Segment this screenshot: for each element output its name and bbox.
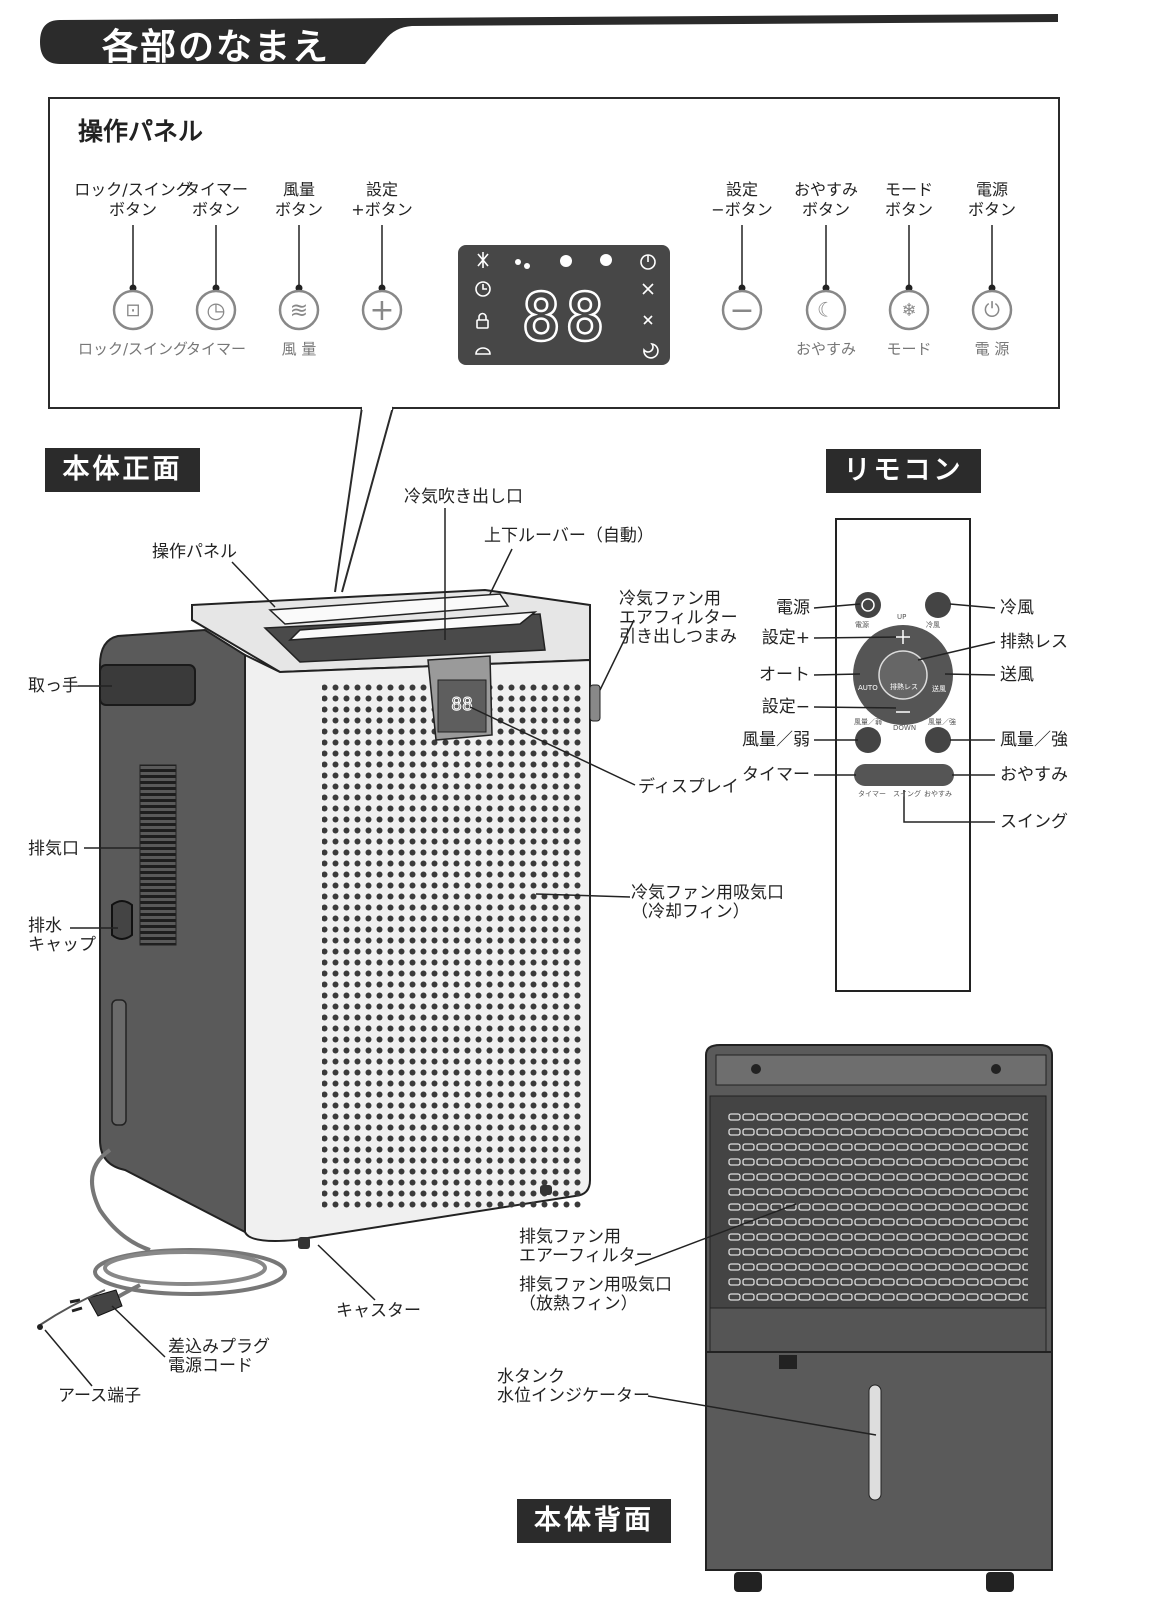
label-exhaust: 排気口 [28,839,79,859]
label-filter-knob: 冷気ファン用 エアフィルター 引き出しつまみ [619,589,738,647]
right-button-label-0: 設定 −ボタン [711,180,773,219]
label-louver: 上下ルーバー（自動） [484,526,654,546]
remote-drawing [835,518,971,992]
left-button-label-0: ロック/スイング ボタン [74,180,192,219]
page-title: 各部のなまえ [102,27,331,68]
right-button-0[interactable] [721,289,763,331]
label-plug-cord: 差込みプラグ 電源コード [168,1337,270,1376]
left-button-sub-0: ロック/スイング [77,340,189,358]
right-button-sub-3: 電 源 [974,340,1010,358]
back-unit-drawing [705,1044,1053,1592]
left-leader-dot-3 [378,284,386,292]
remote-small-center: 排熱レス [890,683,918,691]
right-button-1[interactable] [805,289,847,331]
label-exhaust-intake: 排気ファン用吸気口 （放熱フィン） [519,1275,672,1314]
remote-small-up: UP [897,613,907,621]
label-drain-cap: 排水 キャップ [28,916,96,955]
panel-display-digits: 88 [521,279,608,356]
button-glyph: + [369,293,394,328]
remote-label-power: 電源 [776,598,810,618]
back-section-title: 本体背面 [517,1499,671,1543]
label-water-tank: 水タンク 水位インジケーター [497,1367,650,1406]
remote-small-cool: 冷風 [926,621,940,629]
button-glyph: ⏻ [984,298,1000,322]
remote-small-sleep: おやすみ [924,790,952,798]
leader-lines [44,508,996,1436]
label-cool-fan-intake: 冷気ファン用吸気口 （冷却フィン） [631,883,784,922]
right-button-label-1: おやすみ ボタン [793,180,859,219]
panel-buttons: + − ◷ ≋ ⊡ ☾ ❄ ⏻ [112,225,1013,331]
right-button-2[interactable] [888,289,930,331]
label-caster: キャスター [336,1301,421,1321]
front-section-title: 本体正面 [45,448,200,492]
left-leader-dot-2 [295,284,303,292]
remote-small-swing: スイング [893,790,921,798]
button-glyph: ❄ [901,300,916,321]
button-glyph: ☾ [817,298,835,322]
left-button-3[interactable] [361,289,403,331]
right-button-sub-2: モード [886,340,932,358]
left-button-label-3: 設定 +ボタン [351,180,413,219]
svg-text:88: 88 [451,694,473,715]
remote-small-timer: タイマー [858,790,886,798]
left-button-sub-2: 風 量 [281,340,317,358]
label-control-panel: 操作パネル [152,542,237,562]
header-band [40,14,1058,64]
right-button-label-3: 電源 ボタン [967,180,1017,219]
remote-small-auto: AUTO [858,684,878,692]
remote-small-fan-high: 風量／強 [928,718,956,726]
left-leader-dot-0 [129,284,137,292]
left-button-0[interactable] [112,289,154,331]
remote-label-auto: オート [759,665,810,685]
remote-label-cool: 冷風 [1000,598,1034,618]
remote-small-fan-low: 風量／弱 [854,718,882,726]
button-glyph: ≋ [290,298,308,323]
remote-label-minus: 設定− [761,697,810,717]
remote-label-timer: タイマー [742,765,810,785]
right-button-sub-1: おやすみ [795,340,857,358]
remote-label-sleep: おやすみ [1000,765,1068,785]
label-handle: 取っ手 [28,676,79,696]
left-leader-dot-1 [212,284,220,292]
left-button-label-2: 風量 ボタン [274,180,324,219]
remote-small-down: DOWN [893,724,917,732]
right-button-3[interactable] [971,289,1013,331]
right-button-label-2: モード ボタン [884,180,934,219]
label-earth-terminal: アース端子 [58,1386,142,1406]
panel-display: 88 [458,245,670,365]
button-glyph: − [729,293,754,328]
left-button-2[interactable] [278,289,320,331]
remote-label-plus: 設定+ [761,628,810,648]
right-leader-dot-2 [905,284,913,292]
label-cool-air-outlet: 冷気吹き出し口 [404,487,523,507]
remote-label-fan: 送風 [1000,665,1034,685]
control-panel-heading: 操作パネル [78,117,204,146]
remote-small-power: 電源 [855,621,869,629]
remote-section-title: リモコン [826,449,981,493]
right-leader-dot-3 [988,284,996,292]
button-glyph: ◷ [206,298,225,323]
right-leader-dot-1 [822,284,830,292]
button-glyph: ⊡ [125,300,140,321]
left-button-sub-1: タイマー [185,340,247,358]
right-leader-dot-0 [738,284,746,292]
remote-label-no-heat: 排熱レス [1000,632,1068,652]
left-button-1[interactable] [195,289,237,331]
remote-label-fan-low: 風量／弱 [742,730,810,750]
label-exhaust-filter: 排気ファン用 エアーフィルター [519,1227,653,1266]
front-unit-drawing: 88 [37,588,601,1330]
remote-label-swing: スイング [1000,812,1068,832]
remote-small-fan: 送風 [932,685,946,693]
label-display: ディスプレイ [638,777,739,797]
remote-label-fan-high: 風量／強 [1000,730,1068,750]
left-button-label-1: タイマー ボタン [183,180,249,219]
